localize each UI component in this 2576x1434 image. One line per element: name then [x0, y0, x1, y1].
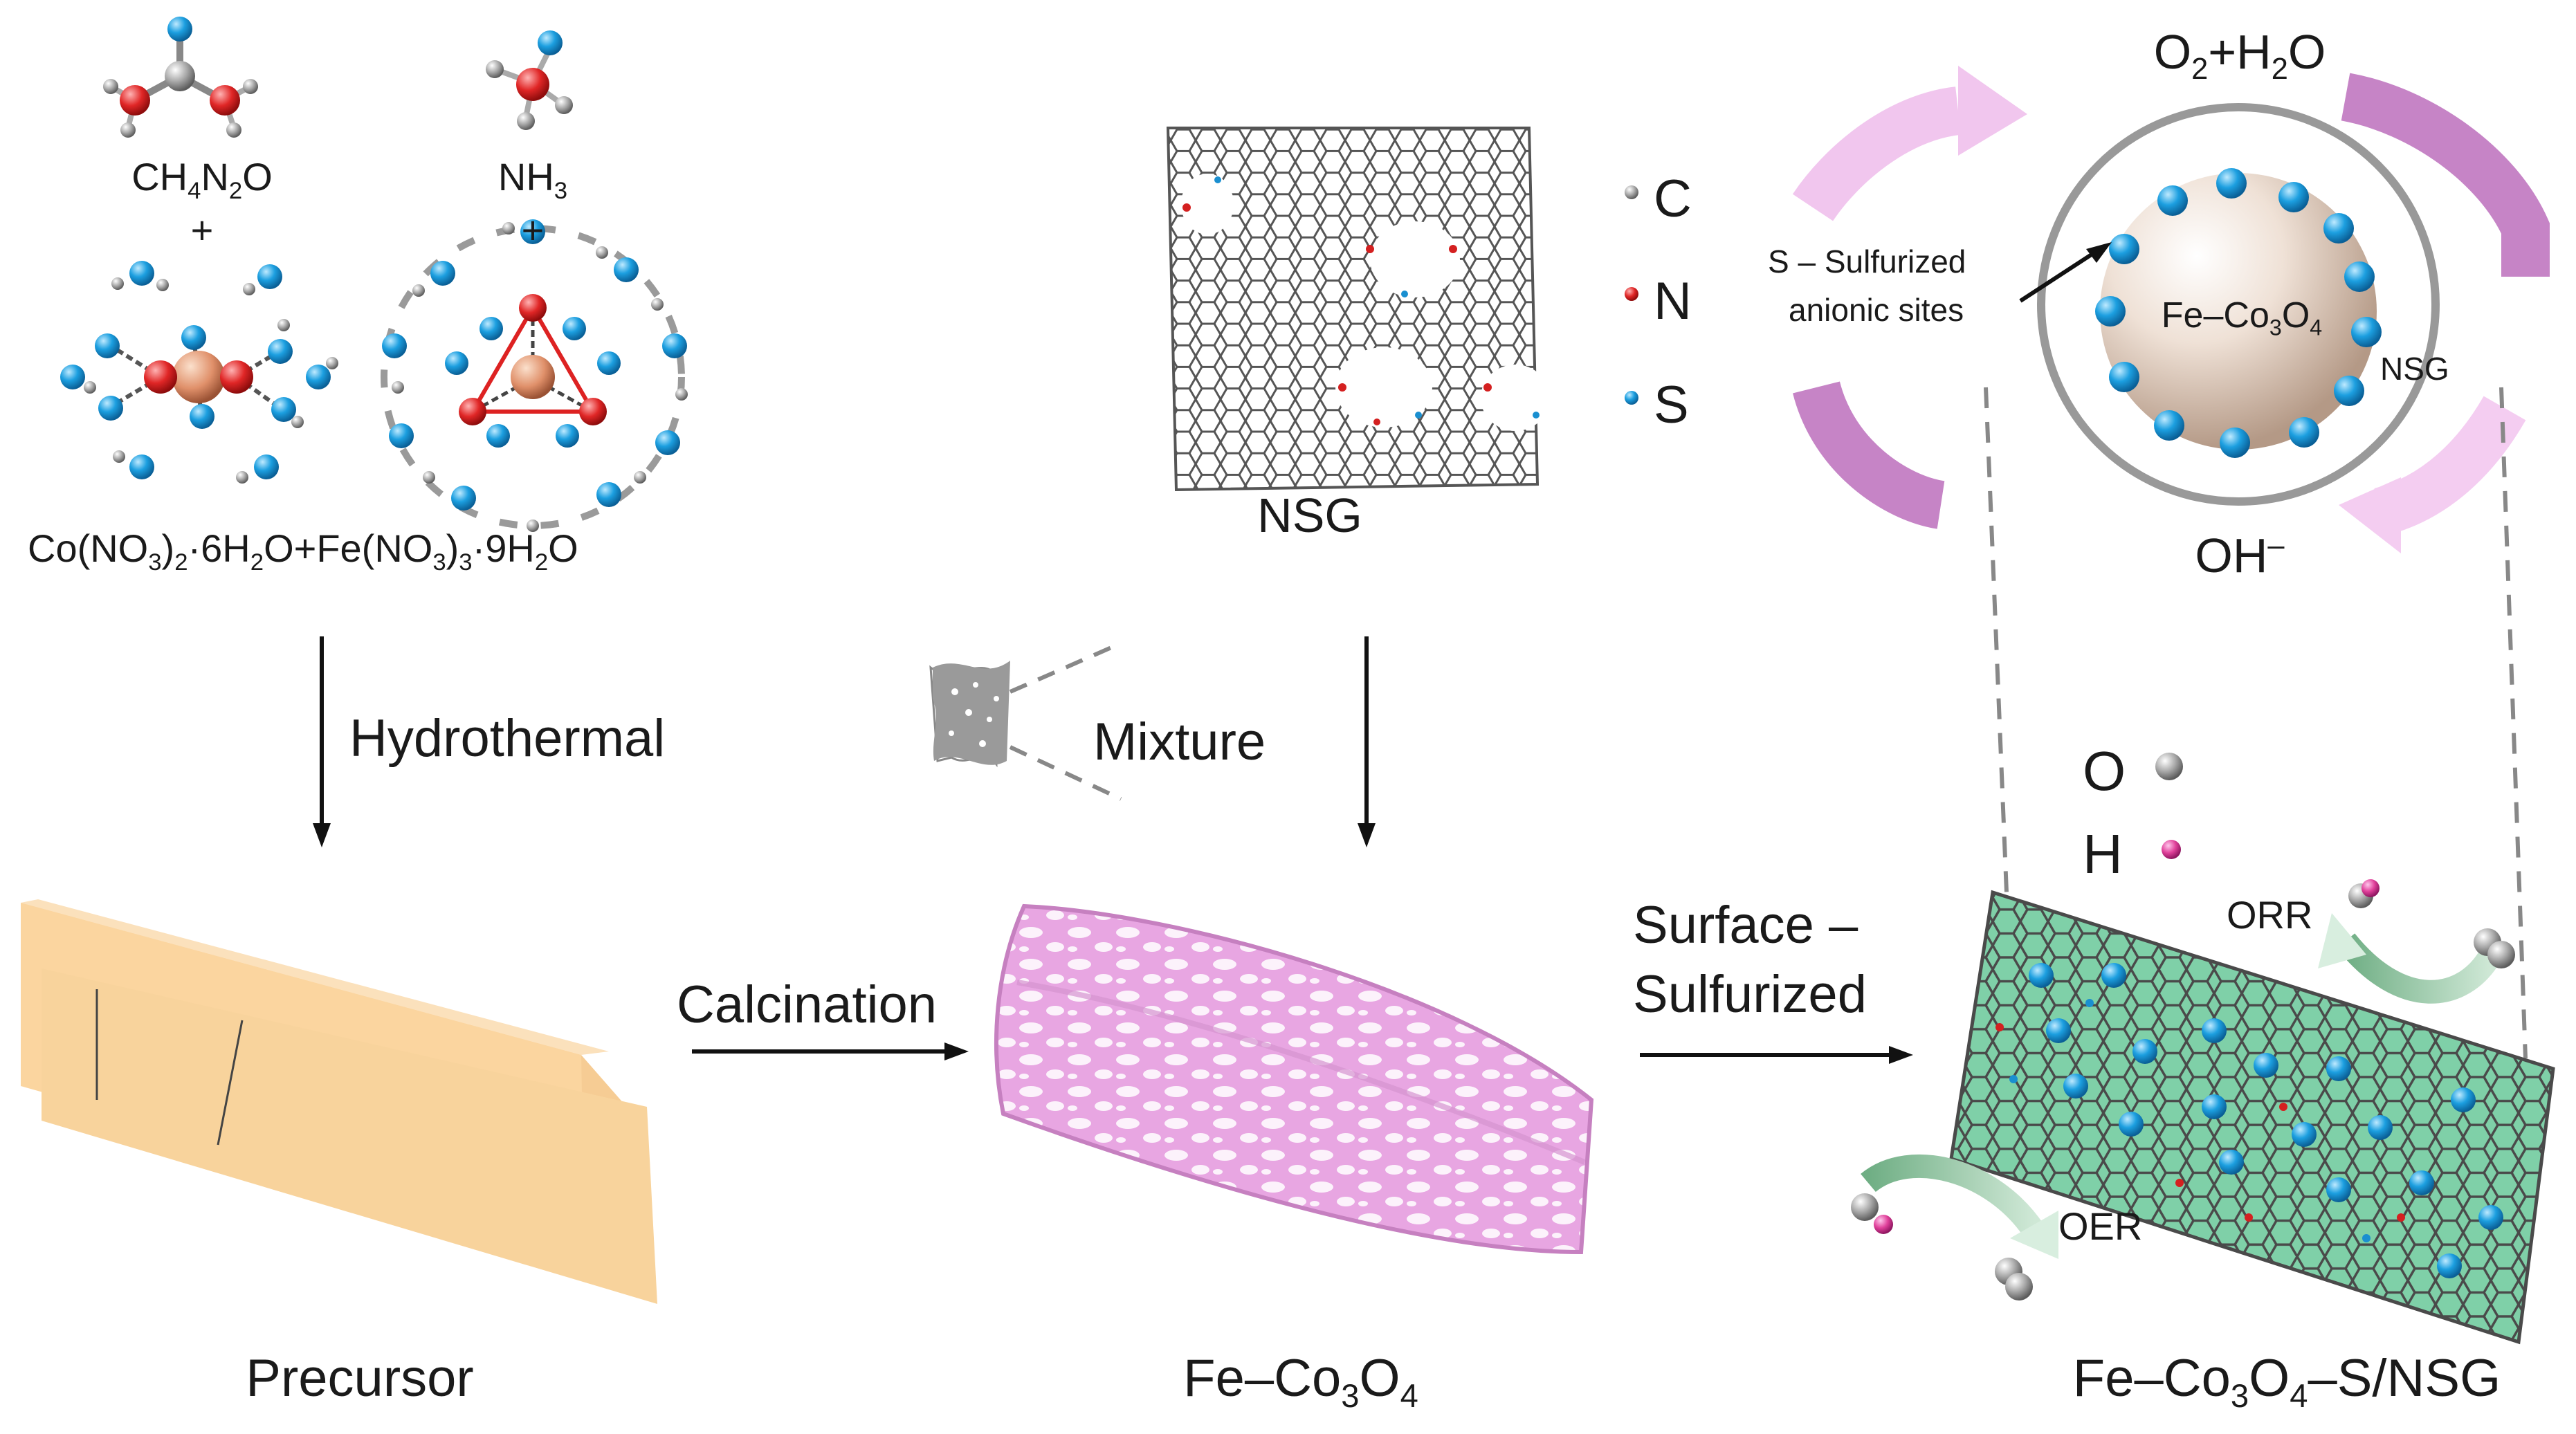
inset-top-sub: 2 — [2271, 53, 2288, 86]
salts-sub: 3 — [148, 549, 162, 576]
urea-molecule — [103, 17, 258, 138]
inset-top-part: O — [2287, 25, 2326, 79]
salts-sub: 2 — [250, 549, 264, 576]
inset-core-label: Fe–Co3O4 — [2161, 295, 2322, 339]
inset-bottom-label: OH– — [2195, 531, 2284, 580]
oer-label: OER — [2058, 1204, 2143, 1248]
inset-top-part: O — [2153, 25, 2192, 79]
final-part: –S/NSG — [2308, 1349, 2501, 1408]
urea-formula-part: N — [201, 155, 229, 199]
nsg-legend-dots — [1625, 185, 1638, 405]
product-part: O — [1359, 1349, 1400, 1408]
final-part: Fe–Co — [2072, 1349, 2231, 1408]
salts-part: ) — [161, 526, 175, 570]
core-sub: 4 — [2310, 315, 2323, 340]
metal-salts-formula: Co(NO3)2·6H2O+Fe(NO3)3·9H2O — [28, 526, 578, 575]
salts-part: ) — [446, 526, 459, 570]
core-part: Fe–Co — [2161, 295, 2269, 335]
inset-top-label: O2+H2O — [2153, 25, 2326, 84]
callout-line-2: anionic sites — [1789, 292, 1964, 328]
legend-o-label: O — [2083, 740, 2126, 802]
product-final: Fe–Co3O4–S/NSG — [2072, 1349, 2501, 1413]
step-calcination: Calcination — [677, 975, 937, 1034]
legend-n-label: N — [1654, 272, 1692, 331]
step-surface-line-2: Sulfurized — [1633, 965, 1867, 1024]
ammonia-molecule — [486, 30, 573, 130]
nsg-label: NSG — [1257, 488, 1362, 542]
inset-bottom-part: OH — [2195, 528, 2268, 582]
nsg-lattice — [1166, 127, 1550, 492]
product-sub: 4 — [1400, 1377, 1418, 1415]
inset-bottom-sup: – — [2267, 528, 2285, 562]
product-part: Fe–Co — [1183, 1349, 1342, 1408]
ammonia-complex — [381, 219, 688, 532]
product-precursor: Precursor — [246, 1349, 474, 1408]
final-sub: 4 — [2290, 1377, 2308, 1415]
core-part: O — [2281, 295, 2310, 335]
step-mixture: Mixture — [1093, 713, 1266, 771]
ammonia-formula-sub: 3 — [554, 178, 568, 205]
urea-plus-sign: + — [190, 208, 214, 252]
step-hydrothermal: Hydrothermal — [349, 709, 666, 768]
step-surface-line-1: Surface – — [1633, 896, 1858, 955]
product-fe-co3o4: Fe–Co3O4 — [1183, 1349, 1418, 1413]
inset-top-part: +H — [2208, 25, 2272, 79]
legend-c-label: C — [1654, 169, 1692, 228]
urea-formula-part: O — [242, 155, 273, 199]
callout-line-1: S – Sulfurized — [1768, 243, 1966, 279]
salts-sub: 3 — [432, 549, 446, 576]
salts-sub: 2 — [174, 549, 188, 576]
urea-formula-sub: 4 — [188, 178, 201, 205]
urea-complex — [60, 261, 338, 484]
ammonia-formula-part: NH — [497, 155, 554, 199]
urea-formula-sub: 2 — [228, 178, 243, 205]
salts-sub: 3 — [459, 549, 473, 576]
inset-shell-label: NSG — [2380, 351, 2449, 387]
precursor-sheets — [21, 899, 657, 1304]
nsg-sheet — [929, 641, 1122, 801]
salts-part: Co(NO — [28, 526, 149, 570]
urea-formula: CH4N2O — [131, 155, 273, 203]
fe-co3o4-block — [994, 903, 1594, 1255]
final-sub: 3 — [2230, 1377, 2249, 1415]
core-sub: 3 — [2269, 315, 2282, 340]
final-composite — [1949, 890, 2555, 1345]
legend-s-label: S — [1654, 376, 1689, 434]
ammonia-plus-sign: + — [521, 208, 545, 252]
product-sub: 3 — [1341, 1377, 1360, 1415]
ammonia-formula: NH3 — [497, 155, 567, 203]
salts-sub: 2 — [534, 549, 549, 576]
catalysis-graphics — [1851, 753, 2515, 1300]
inset-diagram — [1792, 66, 2550, 1059]
final-part: O — [2249, 1349, 2290, 1408]
legend-h-label: H — [2083, 823, 2123, 885]
inset-top-sub: 2 — [2191, 53, 2209, 86]
salts-part: ·9H — [472, 526, 535, 570]
salts-part: O — [548, 526, 578, 570]
orr-label: ORR — [2227, 893, 2313, 937]
urea-formula-part: CH — [131, 155, 188, 199]
flow-arrows — [313, 636, 1913, 1064]
salts-part: ·6H — [188, 526, 250, 570]
salts-part: O+Fe(NO — [264, 526, 433, 570]
